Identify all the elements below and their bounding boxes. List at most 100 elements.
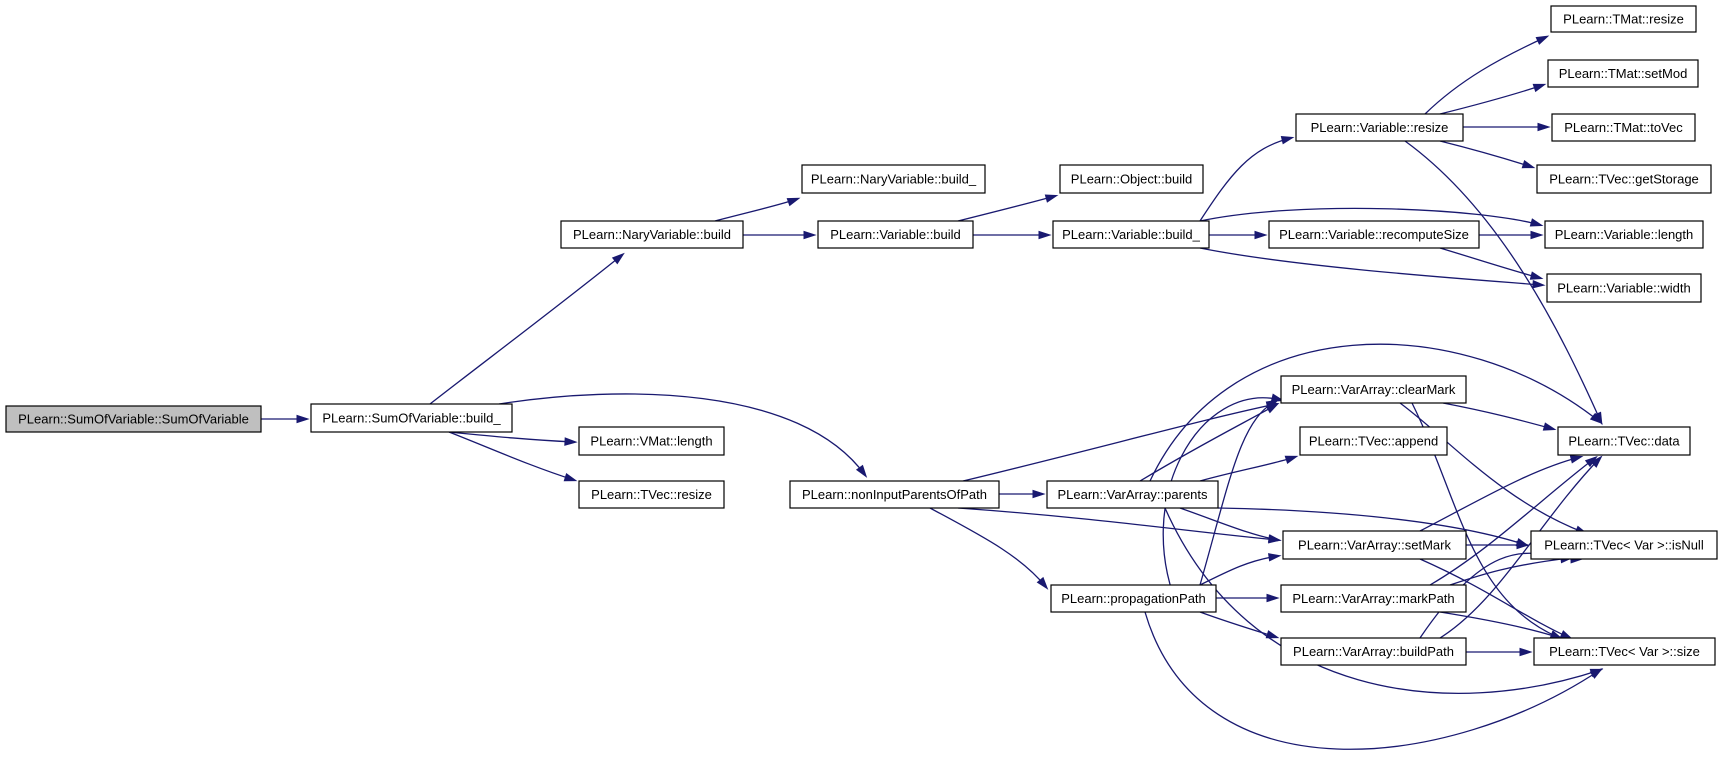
node-box[interactable] <box>310 403 513 433</box>
node-box[interactable] <box>1052 220 1210 249</box>
edge-line <box>1139 404 1277 482</box>
node-label: PLearn::TMat::setMod <box>1559 66 1688 81</box>
node-va-markpath[interactable]: PLearn::VarArray::markPath <box>1280 584 1467 613</box>
edge-var_resize-to-tmat_tovec <box>1463 122 1551 132</box>
edge-va_parents-to-va_clearmark <box>1139 403 1280 482</box>
node-box[interactable] <box>560 220 744 249</box>
node-box[interactable] <box>578 426 725 456</box>
node-label: PLearn::TVec::resize <box>591 487 712 502</box>
node-box[interactable] <box>1550 5 1697 33</box>
node-var-build-[interactable]: PLearn::Variable::build_ <box>1052 220 1210 249</box>
node-nary-build-[interactable]: PLearn::NaryVariable::build_ <box>801 164 986 194</box>
arrow-head <box>296 414 310 424</box>
arrow-head <box>1267 534 1282 543</box>
node-box[interactable] <box>1546 273 1702 303</box>
node-box[interactable] <box>1280 584 1467 613</box>
node-box[interactable] <box>1295 113 1464 142</box>
node-var-build[interactable]: PLearn::Variable::build <box>817 220 974 249</box>
node-label: PLearn::VMat::length <box>590 434 712 449</box>
arrow-head <box>1589 412 1603 425</box>
node-label: PLearn::VarArray::parents <box>1057 487 1208 502</box>
node-box[interactable] <box>1268 220 1480 249</box>
node-var-length[interactable]: PLearn::Variable::length <box>1544 220 1704 249</box>
node-label: PLearn::VarArray::buildPath <box>1293 644 1454 659</box>
arrow-head <box>1532 83 1547 93</box>
edge-line <box>1199 400 1277 586</box>
node-box[interactable] <box>817 220 974 249</box>
node-box[interactable] <box>801 164 986 194</box>
node-noninput[interactable]: PLearn::nonInputParentsOfPath <box>789 480 1000 509</box>
edge-var_resize-to-tmat_setmod <box>1439 83 1547 115</box>
node-box[interactable] <box>1533 637 1716 666</box>
node-label: PLearn::Variable::length <box>1555 227 1694 242</box>
edge-line <box>1199 137 1292 222</box>
node-va-parents[interactable]: PLearn::VarArray::parents <box>1046 480 1219 509</box>
edge-propagation-to-tvecvar_size <box>1144 611 1604 750</box>
node-label: PLearn::NaryVariable::build_ <box>811 172 977 187</box>
node-tvecvar-size[interactable]: PLearn::TVec< Var >::size <box>1533 637 1716 666</box>
node-tmat-setmod[interactable]: PLearn::TMat::setMod <box>1547 59 1699 88</box>
node-sov-build[interactable]: PLearn::SumOfVariable::build_ <box>310 403 513 433</box>
edge-line <box>1449 557 1571 586</box>
node-tvec-append[interactable]: PLearn::TVec::append <box>1299 426 1448 456</box>
node-tmat-resize[interactable]: PLearn::TMat::resize <box>1550 5 1697 33</box>
node-box[interactable] <box>1046 480 1219 509</box>
node-box[interactable] <box>1536 164 1712 194</box>
node-box[interactable] <box>1280 637 1467 666</box>
arrow-head <box>563 472 578 482</box>
edge-line <box>1199 247 1543 286</box>
node-va-clearmark[interactable]: PLearn::VarArray::clearMark <box>1280 375 1467 404</box>
node-tvec-getstorage[interactable]: PLearn::TVec::getStorage <box>1536 164 1712 194</box>
node-box[interactable] <box>5 405 262 433</box>
node-obj-build[interactable]: PLearn::Object::build <box>1059 164 1204 194</box>
arrow-head <box>1530 230 1544 240</box>
node-tmat-tovec[interactable]: PLearn::TMat::toVec <box>1551 113 1696 142</box>
node-label: PLearn::VarArray::setMark <box>1298 538 1451 553</box>
node-label: PLearn::Variable::build_ <box>1062 227 1201 242</box>
edge-noninput-to-propagation <box>929 507 1049 590</box>
node-box[interactable] <box>1547 59 1699 88</box>
edge-var_resize-to-tvec_getstorage <box>1439 140 1536 169</box>
node-tvec-data[interactable]: PLearn::TVec::data <box>1557 426 1691 456</box>
edge-line <box>929 507 1047 588</box>
node-box[interactable] <box>1557 426 1691 456</box>
node-box[interactable] <box>1544 220 1704 249</box>
edge-va_clearmark-to-tvec_data <box>1442 402 1557 431</box>
node-label: PLearn::TVec< Var >::isNull <box>1544 538 1704 553</box>
node-box[interactable] <box>1299 426 1448 456</box>
node-propagation[interactable]: PLearn::propagationPath <box>1050 584 1217 613</box>
edge-va_parents-to-tvec_data <box>1149 343 1603 482</box>
node-box[interactable] <box>1530 530 1718 560</box>
node-tvecvar-isnull[interactable]: PLearn::TVec< Var >::isNull <box>1530 530 1718 560</box>
edge-nary_build-to-var_build <box>743 230 817 240</box>
edge-line <box>1419 558 1571 639</box>
node-nary-build[interactable]: PLearn::NaryVariable::build <box>560 220 744 249</box>
edge-va_setmark-to-tvecvar_size <box>1419 558 1574 640</box>
node-box[interactable] <box>578 480 725 509</box>
node-var-recompute[interactable]: PLearn::Variable::recomputeSize <box>1268 220 1480 249</box>
edge-va_buildpath-to-tvec_data <box>1439 455 1603 639</box>
edge-va_setmark-to-tvecvar_isnull <box>1466 540 1530 550</box>
node-box[interactable] <box>1282 530 1467 560</box>
node-root[interactable]: PLearn::SumOfVariable::SumOfVariable <box>5 405 262 433</box>
node-box[interactable] <box>1050 584 1217 613</box>
node-box[interactable] <box>1551 113 1696 142</box>
arrow-head <box>1032 489 1046 499</box>
edge-line <box>1439 457 1601 639</box>
node-box[interactable] <box>789 480 1000 509</box>
node-var-resize[interactable]: PLearn::Variable::resize <box>1295 113 1464 142</box>
edge-line <box>448 431 575 481</box>
node-label: PLearn::TVec::data <box>1568 434 1680 449</box>
node-va-buildpath[interactable]: PLearn::VarArray::buildPath <box>1280 637 1467 666</box>
node-vmat-length[interactable]: PLearn::VMat::length <box>578 426 725 456</box>
arrow-head <box>611 252 625 265</box>
node-box[interactable] <box>1280 375 1467 404</box>
node-va-setmark[interactable]: PLearn::VarArray::setMark <box>1282 530 1467 560</box>
arrow-head <box>1537 122 1551 132</box>
edge-line <box>714 198 798 222</box>
edge-nary_build-to-nary_build_ <box>714 197 801 222</box>
arrow-head <box>1519 647 1533 657</box>
node-var-width[interactable]: PLearn::Variable::width <box>1546 273 1702 303</box>
node-tvec-resize[interactable]: PLearn::TVec::resize <box>578 480 725 509</box>
node-box[interactable] <box>1059 164 1204 194</box>
